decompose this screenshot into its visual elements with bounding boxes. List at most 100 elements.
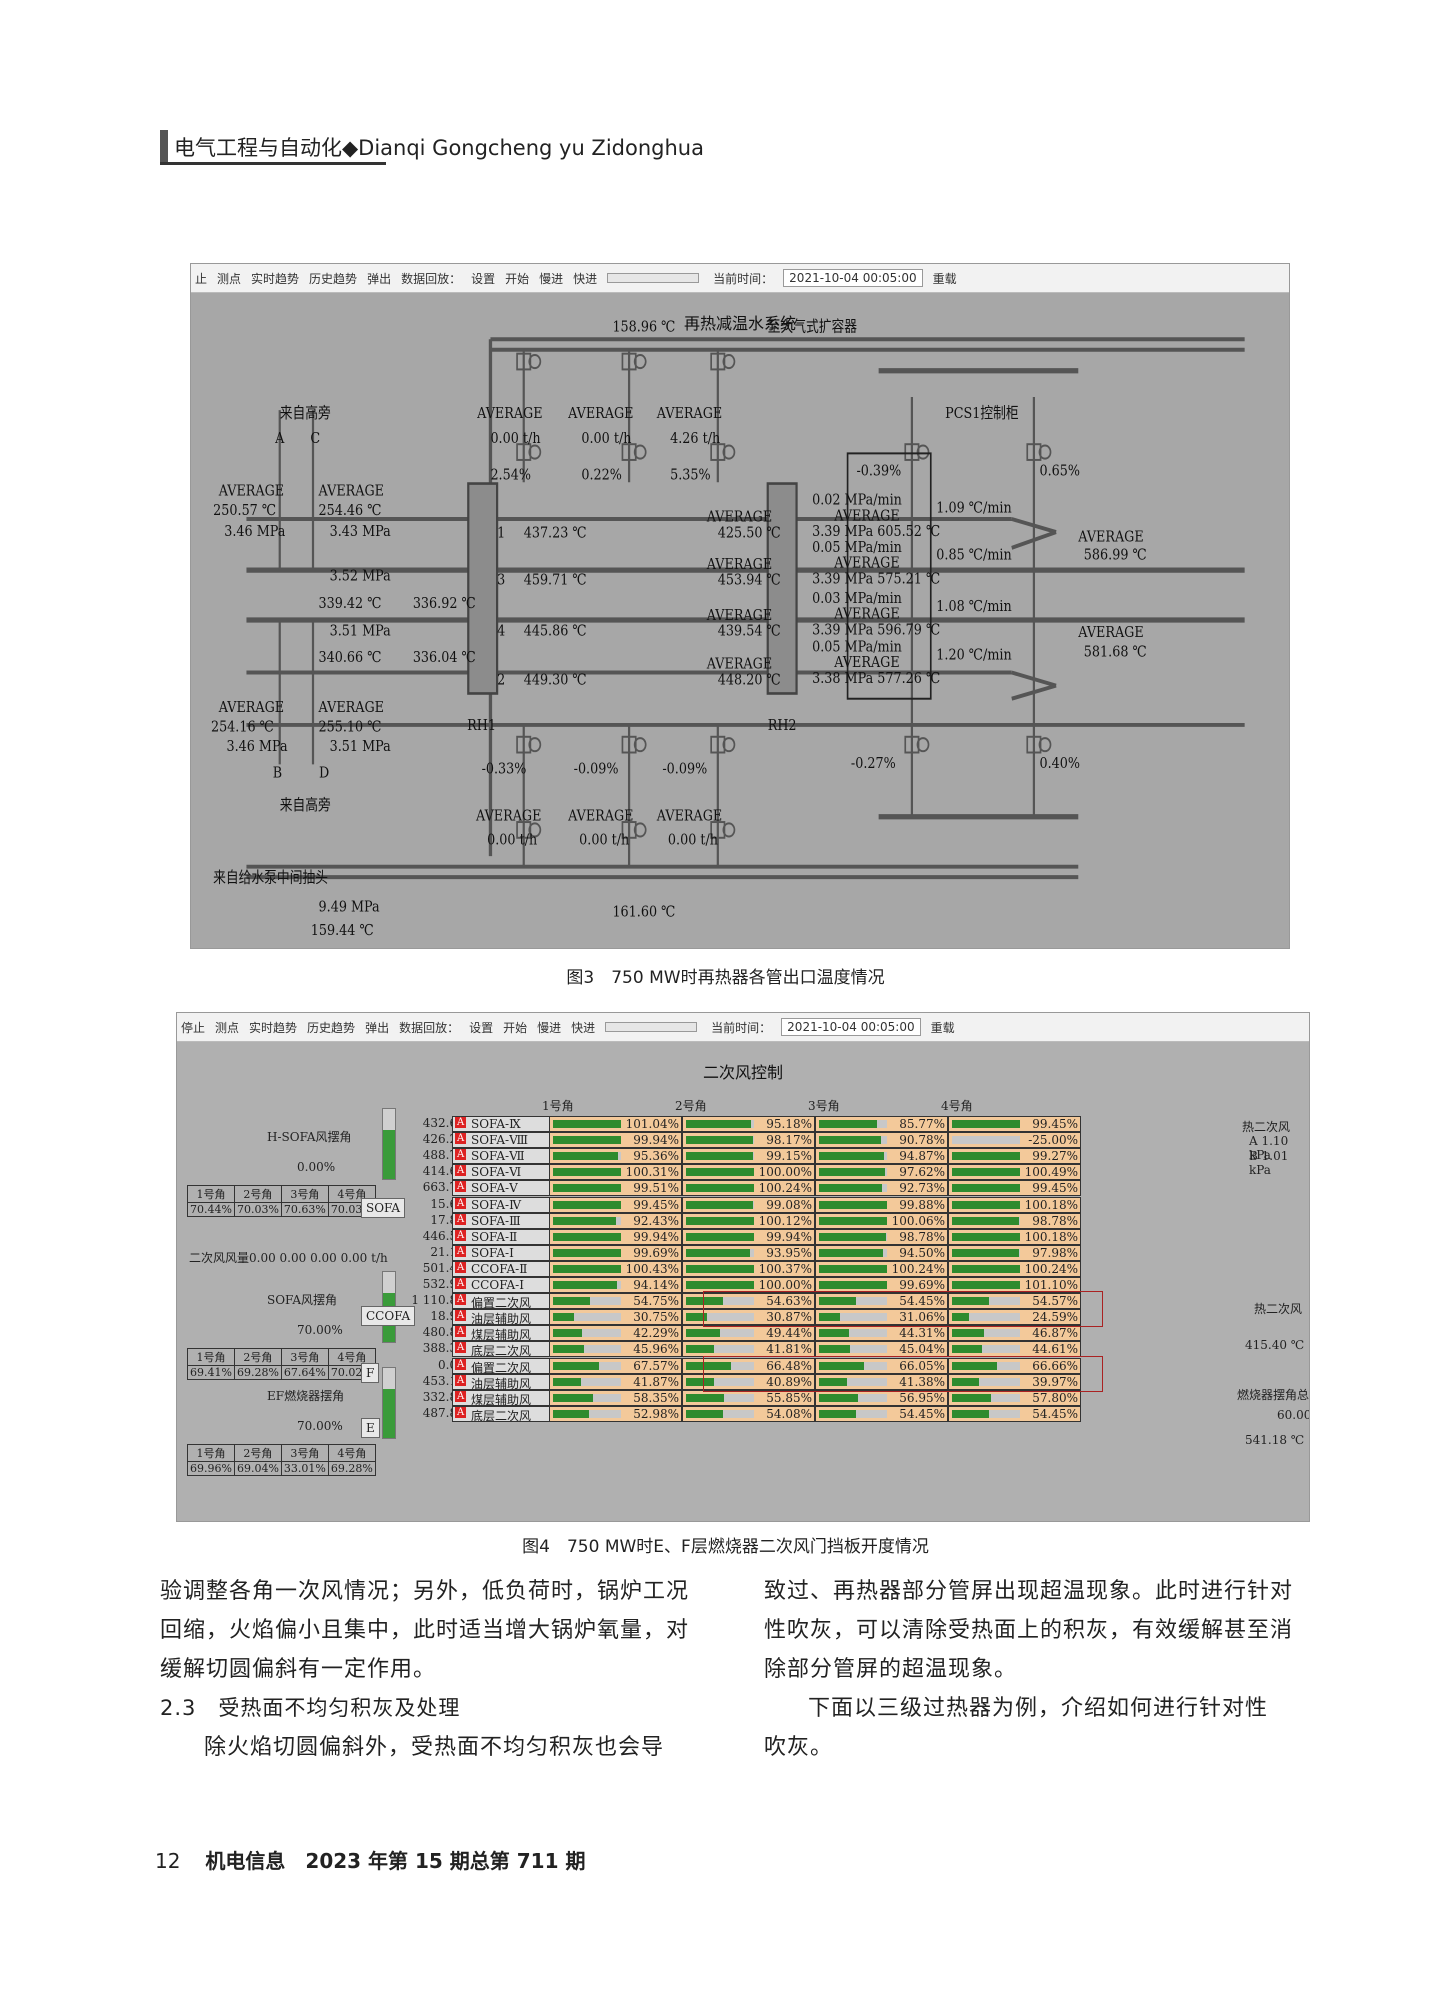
toolbar-item[interactable]: 弹出 bbox=[367, 271, 392, 286]
toolbar-item[interactable]: 停止 bbox=[181, 1020, 206, 1035]
damper-value: 42.29% bbox=[633, 1326, 679, 1341]
damper-bar-track bbox=[686, 1216, 754, 1225]
damper-bar-track bbox=[819, 1168, 887, 1177]
damper-cell: 54.45% bbox=[815, 1293, 948, 1310]
toolbar-item[interactable]: 弹出 bbox=[365, 1020, 390, 1035]
damper-value: 54.63% bbox=[766, 1294, 812, 1309]
valve-icon bbox=[904, 443, 920, 461]
header-bar bbox=[160, 130, 168, 164]
toolbar-item[interactable]: 数据回放： bbox=[399, 1020, 460, 1035]
hsofa-label: H-SOFA风摆角 bbox=[267, 1130, 352, 1144]
reload-button[interactable]: 重载 bbox=[930, 1020, 955, 1035]
toolbar-item[interactable]: 慢进 bbox=[537, 1020, 562, 1035]
toolbar-item[interactable]: 数据回放： bbox=[401, 271, 462, 286]
diagram-label: 5.35% bbox=[670, 467, 711, 484]
toolbar-item[interactable]: 开始 bbox=[505, 271, 530, 286]
damper-value: 46.87% bbox=[1032, 1326, 1078, 1341]
current-time-field[interactable]: 2021-10-04 00:05:00 bbox=[781, 1018, 921, 1036]
damper-bar-track bbox=[819, 1393, 887, 1402]
toolbar-item[interactable]: 实时趋势 bbox=[251, 271, 300, 286]
diagram-label: 448.20 ℃ bbox=[718, 671, 781, 688]
damper-cell: 99.45% bbox=[948, 1116, 1081, 1132]
toolbar-item[interactable]: 止 bbox=[195, 271, 208, 286]
damper-bar-fill bbox=[686, 1136, 753, 1145]
damper-bar-fill bbox=[819, 1377, 848, 1386]
current-time-field[interactable]: 2021-10-04 00:05:00 bbox=[783, 269, 923, 287]
damper-value: 41.81% bbox=[766, 1342, 812, 1357]
toolbar-item[interactable]: 快进 bbox=[571, 1020, 596, 1035]
damper-bar-fill bbox=[686, 1281, 754, 1289]
diagram-label: 0.65% bbox=[1039, 463, 1080, 480]
damper-value: 100.43% bbox=[625, 1261, 679, 1276]
toolbar-item[interactable]: 实时趋势 bbox=[249, 1020, 298, 1035]
layer-button-ccofa[interactable]: CCOFA bbox=[361, 1306, 416, 1326]
damper-bar-track bbox=[819, 1297, 887, 1306]
damper-cell: 99.94% bbox=[682, 1228, 815, 1245]
diagram-label: 439.54 ℃ bbox=[718, 623, 781, 640]
alarm-icon: A bbox=[455, 1310, 467, 1322]
valve-actuator-icon bbox=[633, 822, 647, 838]
damper-bar-fill bbox=[819, 1281, 887, 1289]
damper-cell: 45.04% bbox=[815, 1341, 948, 1358]
damper-bar-track bbox=[686, 1184, 754, 1193]
hsofa-gauge bbox=[382, 1108, 396, 1180]
damper-bar-track bbox=[553, 1313, 621, 1322]
damper-bar-track bbox=[553, 1216, 621, 1225]
damper-value: 92.73% bbox=[899, 1181, 945, 1196]
layer-button-f[interactable]: F bbox=[361, 1363, 380, 1383]
damper-bar-track bbox=[819, 1377, 887, 1386]
alarm-icon: A bbox=[455, 1326, 467, 1338]
toolbar-item[interactable]: 设置 bbox=[469, 1020, 494, 1035]
damper-value: 99.69% bbox=[633, 1245, 679, 1260]
toolbar-item[interactable]: 慢进 bbox=[539, 271, 564, 286]
right-column: 致过、再热器部分管屏出现超温现象。此时进行针对 性吹灰，可以清除受热面上的积灰，… bbox=[764, 1572, 1334, 1767]
hot-air-label: 热二次风 bbox=[1242, 1120, 1291, 1134]
damper-value: 99.94% bbox=[633, 1133, 679, 1148]
damper-bar-track bbox=[553, 1184, 621, 1193]
damper-cell: 97.98% bbox=[948, 1244, 1081, 1261]
damper-cell: 99.45% bbox=[948, 1180, 1081, 1197]
layer-button-sofa[interactable]: SOFA bbox=[361, 1198, 406, 1218]
toolbar-item[interactable]: 测点 bbox=[215, 1020, 240, 1035]
toolbar-item[interactable]: 测点 bbox=[217, 271, 242, 286]
diagram-label: 255.10 ℃ bbox=[319, 719, 382, 736]
damper-bar-fill bbox=[819, 1313, 841, 1322]
reload-button[interactable]: 重载 bbox=[932, 271, 957, 286]
damper-bar-fill bbox=[686, 1216, 754, 1225]
damper-cell: 99.69% bbox=[815, 1277, 948, 1293]
damper-bar-fill bbox=[952, 1361, 998, 1370]
toolbar-item[interactable]: 设置 bbox=[471, 271, 496, 286]
valve-actuator-icon bbox=[528, 737, 542, 753]
damper-value: 99.27% bbox=[1032, 1149, 1078, 1164]
layer-button-e[interactable]: E bbox=[361, 1418, 380, 1438]
damper-bar-fill bbox=[553, 1329, 582, 1338]
toolbar-item[interactable]: 历史趋势 bbox=[307, 1020, 356, 1035]
playback-slider[interactable] bbox=[605, 1022, 698, 1032]
alarm-icon: A bbox=[455, 1294, 467, 1306]
rh1-label: RH1 bbox=[467, 717, 496, 734]
rh1-exchanger bbox=[467, 482, 499, 695]
toolbar-item[interactable]: 开始 bbox=[503, 1020, 528, 1035]
valve-actuator-icon bbox=[528, 822, 542, 838]
playback-slider[interactable] bbox=[607, 273, 700, 283]
damper-cell: 92.73% bbox=[815, 1180, 948, 1197]
diagram-label: AVERAGE bbox=[567, 808, 633, 825]
damper-cell: 100.06% bbox=[815, 1212, 948, 1229]
highlight-box bbox=[846, 452, 932, 700]
damper-cell: 44.31% bbox=[815, 1325, 948, 1342]
toolbar-item[interactable]: 历史趋势 bbox=[309, 271, 358, 286]
damper-bar-fill bbox=[686, 1345, 715, 1354]
damper-bar-track bbox=[686, 1329, 754, 1338]
damper-value: 100.49% bbox=[1024, 1165, 1078, 1180]
alarm-icon: A bbox=[455, 1133, 467, 1145]
damper-value: 95.36% bbox=[633, 1149, 679, 1164]
damper-bar-track bbox=[686, 1232, 754, 1241]
damper-cell: 99.69% bbox=[549, 1244, 682, 1261]
toolbar-item[interactable]: 快进 bbox=[573, 271, 598, 286]
damper-bar-track bbox=[952, 1345, 1020, 1354]
damper-value: 101.10% bbox=[1024, 1278, 1078, 1292]
damper-cell: 100.00% bbox=[682, 1277, 815, 1293]
